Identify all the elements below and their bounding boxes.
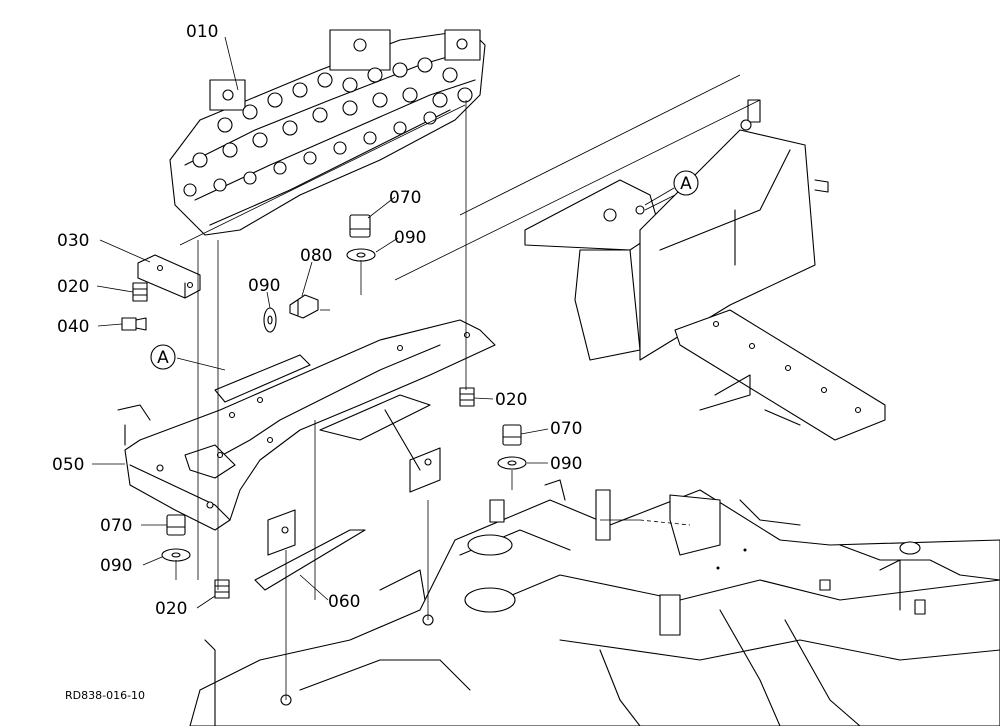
lower-chassis-frame — [189, 479, 1000, 726]
bracket-030 — [137, 254, 201, 299]
callout-070: 070 — [550, 419, 582, 439]
reference-marker-left: A — [150, 344, 176, 370]
callout-090: 090 — [100, 556, 132, 576]
callout-020: 020 — [57, 277, 89, 297]
side-cover-assembly — [524, 99, 886, 441]
callout-020: 020 — [155, 599, 187, 619]
callout-010: 010 — [186, 22, 218, 42]
plug-070-left — [166, 514, 186, 536]
washer-090-left — [263, 307, 277, 333]
callout-090: 090 — [248, 276, 280, 296]
callout-070: 070 — [389, 188, 421, 208]
callout-030: 030 — [57, 231, 89, 251]
mounting-plate-050 — [117, 319, 496, 556]
reference-marker-right: A — [673, 170, 699, 196]
svg-text:A: A — [157, 348, 169, 368]
callout-070: 070 — [100, 516, 132, 536]
fitting-080 — [289, 294, 319, 319]
callout-labels: 010 030 020 040 070 090 080 090 020 070 … — [52, 22, 582, 619]
callout-060: 060 — [328, 592, 360, 612]
callout-050: 050 — [52, 455, 84, 475]
bolt-020-upper — [132, 282, 148, 302]
valve-port-circles — [183, 38, 473, 197]
bolt-040 — [121, 317, 147, 331]
callout-080: 080 — [300, 246, 332, 266]
plug-070-right — [502, 424, 522, 446]
callout-090: 090 — [550, 454, 582, 474]
svg-text:A: A — [680, 174, 692, 194]
bolt-020-mid — [459, 387, 475, 407]
control-valve-assembly — [169, 29, 486, 236]
assembly-guide-lines — [175, 74, 761, 700]
plug-070-upper — [349, 214, 371, 238]
washer-090-right — [497, 456, 527, 470]
strip-060 — [254, 529, 366, 591]
callout-090: 090 — [394, 228, 426, 248]
diagram-code: RD838-016-10 — [65, 689, 145, 702]
washer-090-lower — [161, 548, 191, 562]
callout-020: 020 — [495, 390, 527, 410]
washer-090-upper — [346, 248, 376, 262]
callout-040: 040 — [57, 317, 89, 337]
bolt-020-lower — [214, 579, 230, 599]
callout-leaders — [92, 36, 675, 609]
